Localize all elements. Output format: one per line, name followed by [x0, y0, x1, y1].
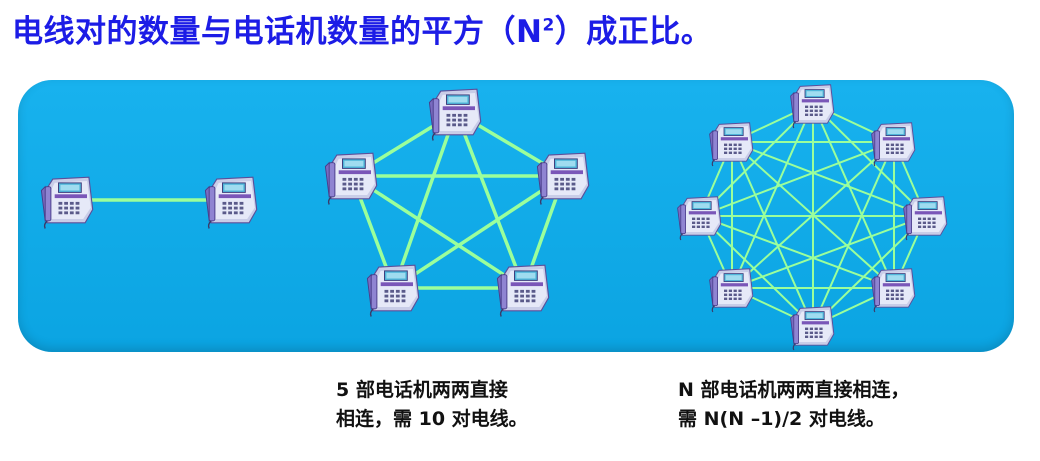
wire-line: [392, 111, 458, 289]
wire-line: [393, 174, 565, 290]
wire-line: [731, 141, 895, 289]
telephone-icon: [870, 122, 916, 167]
telephone-icon: [428, 88, 482, 142]
telephone-icon: [902, 196, 948, 241]
caption-n-line2: 需 N(N –1)/2 对电线。: [678, 408, 885, 430]
wire-line: [731, 103, 814, 289]
network-diagram: [40, 84, 948, 351]
telephone-icon: [40, 176, 94, 230]
caption-five-line1: 5 部电话机两两直接: [336, 379, 508, 401]
wire-line: [812, 103, 895, 289]
wire-line: [699, 215, 814, 327]
wire-line: [812, 103, 927, 217]
wire-line: [731, 215, 927, 289]
wire-line: [812, 141, 895, 327]
telephone-icon: [496, 264, 550, 318]
telephone-icon: [870, 268, 916, 313]
wire-group: [68, 103, 927, 327]
wire-line: [351, 174, 525, 290]
wire-line: [454, 111, 526, 289]
wire-line: [731, 141, 927, 217]
telephone-icon: [676, 196, 722, 241]
telephone-icon: [366, 264, 420, 318]
page-title: 电线对的数量与电话机数量的平方（N2）成正比。: [12, 6, 712, 51]
caption-five-phones: 5 部电话机两两直接 相连，需 10 对电线。: [336, 376, 528, 434]
telephone-icon: [204, 176, 258, 230]
telephone-icon: [789, 84, 835, 129]
title-superscript: 2: [542, 15, 555, 36]
wire-line: [731, 141, 814, 327]
caption-n-phones: N 部电话机两两直接相连， 需 N(N –1)/2 对电线。: [678, 376, 910, 434]
network-diagram-panel: [18, 80, 1014, 352]
telephone-icon: [324, 152, 378, 206]
title-text-end: ）成正比。: [554, 14, 713, 50]
telephone-icon: [536, 152, 590, 206]
telephone-icon: [789, 306, 835, 351]
telephone-icon: [708, 268, 754, 313]
telephone-icon: [708, 122, 754, 167]
caption-five-line2: 相连，需 10 对电线。: [336, 408, 528, 430]
title-text: 电线对的数量与电话机数量的平方（N: [12, 14, 543, 50]
caption-n-line1: N 部电话机两两直接相连，: [678, 379, 910, 401]
